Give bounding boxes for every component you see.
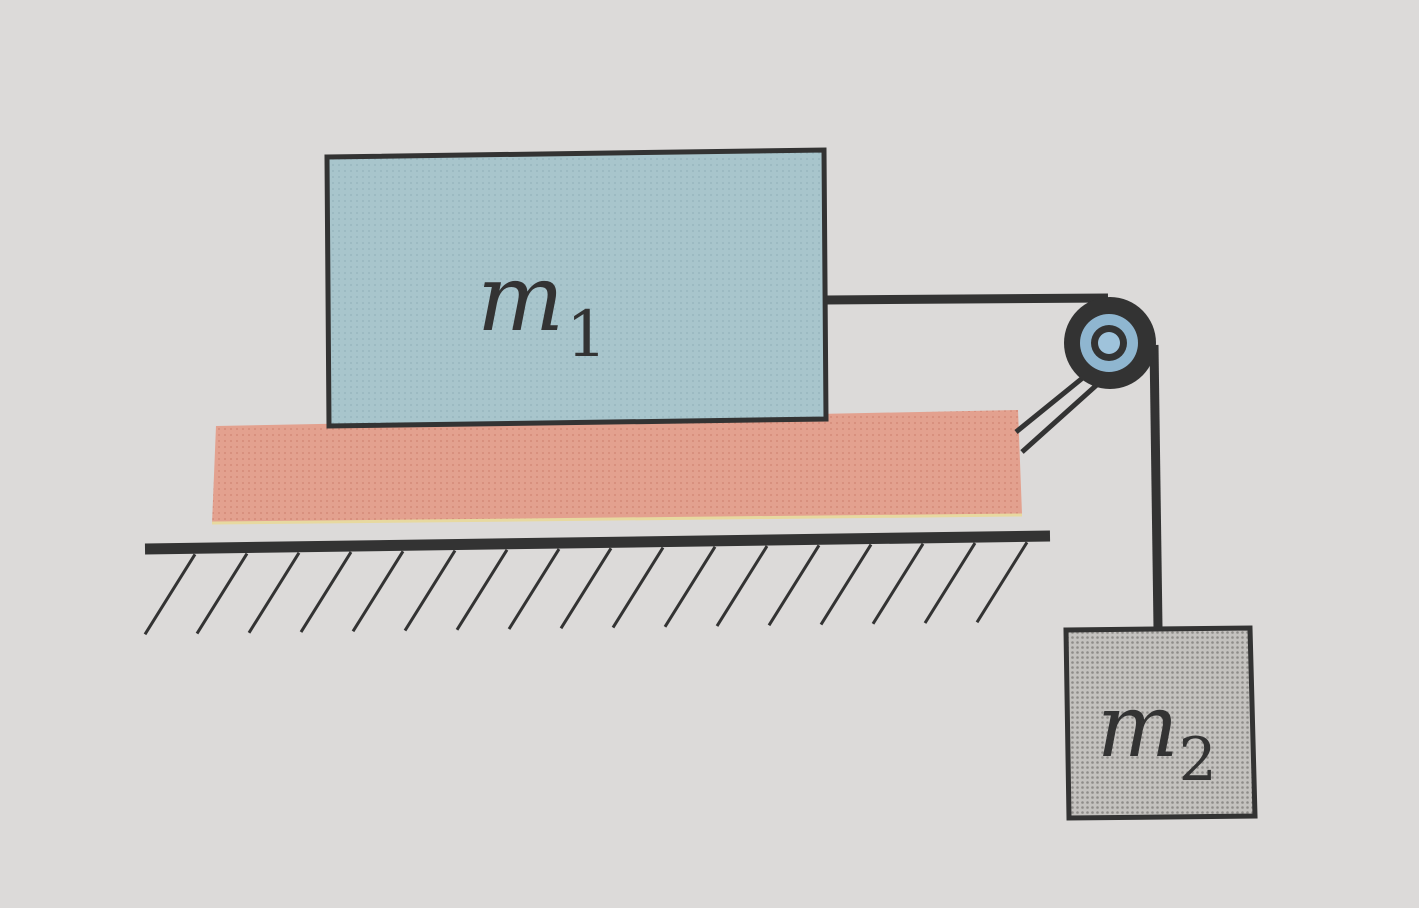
string — [825, 293, 1163, 629]
pulley-icon — [1064, 297, 1156, 389]
m2-letter: m — [1097, 677, 1179, 777]
hatch-line — [923, 542, 977, 624]
hatched-ground-icon — [143, 541, 1029, 636]
hatch-line — [507, 548, 561, 630]
hatch-line — [975, 541, 1029, 624]
block-m1: m1 — [324, 147, 829, 429]
friction-pad — [212, 410, 1022, 524]
hatch-line — [663, 546, 717, 628]
hatch-line — [247, 551, 301, 634]
hatch-line — [819, 543, 873, 626]
hatch-line — [403, 549, 457, 632]
hatch-line — [871, 543, 925, 625]
block-m1-body — [324, 147, 829, 429]
ground-line — [144, 530, 1051, 555]
hatch-line — [767, 544, 821, 627]
hatch-line — [715, 545, 769, 627]
pulley-bracket — [1014, 370, 1102, 454]
hatch-line — [143, 553, 197, 636]
hatch-line — [611, 546, 665, 629]
string-horizontal — [825, 293, 1109, 305]
block-m1-label: m1 — [477, 245, 607, 372]
m2-subscript: 2 — [1179, 725, 1217, 795]
hatch-line — [559, 547, 613, 630]
pad-bottom-edge — [211, 513, 1023, 525]
block-m2: m2 — [1063, 625, 1258, 821]
hatch-line — [351, 550, 405, 633]
m1-letter: m — [477, 245, 564, 352]
ground — [143, 530, 1051, 636]
hatch-line — [455, 549, 509, 631]
string-vertical — [1149, 344, 1163, 629]
block-m2-body — [1063, 625, 1258, 821]
hatch-line — [299, 551, 353, 633]
m1-subscript: 1 — [566, 298, 607, 372]
hatch-line — [195, 552, 249, 635]
block-m2-label: m2 — [1097, 677, 1217, 795]
